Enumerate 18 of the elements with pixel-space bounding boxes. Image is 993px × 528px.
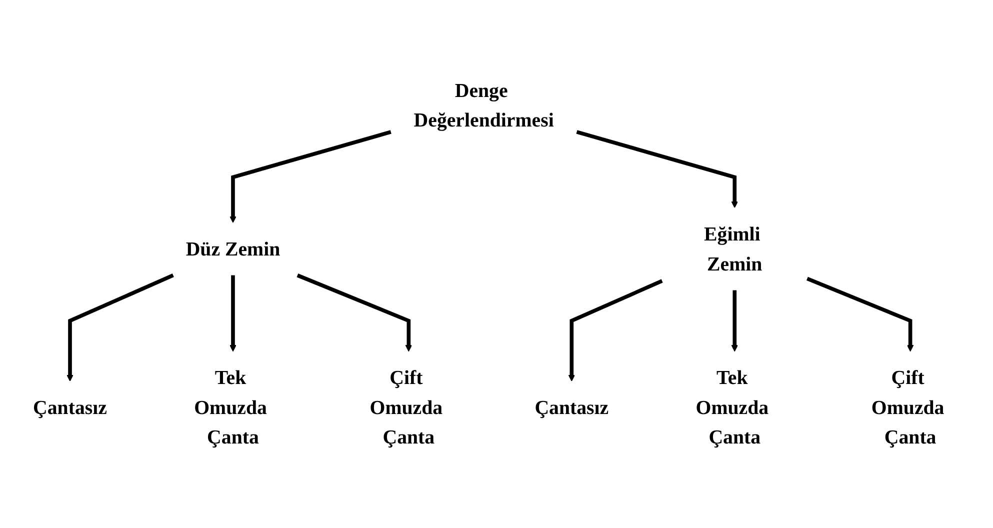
arrow: [230, 275, 236, 352]
node-text: Eğimli Zemin: [704, 223, 762, 276]
node-text: Tek Omuzda Çanta: [194, 366, 267, 448]
node-text: Çantasız: [534, 396, 609, 419]
arrow: [296, 274, 412, 352]
node-text: Çantasız: [33, 396, 107, 419]
node-text: Tek Omuzda Çanta: [696, 366, 769, 448]
node-text: Çift Omuzda Çanta: [370, 366, 443, 448]
arrow: [731, 290, 738, 352]
arrow: [230, 130, 392, 224]
arrow: [66, 274, 174, 382]
arrow: [568, 279, 663, 382]
node-text: Denge Değerlendirmesi: [414, 80, 554, 132]
flowchart-drawing: Denge Değerlendirmesi Düz Zemin Eğimli Zemin Çantasız Tek Omuzda Çanta Çift Omuzda Çanta Çantasız Tek Omuzda Çanta Çift Omuzda Çanta: [4, 58, 989, 470]
node-text: Çift Omuzda Çanta: [871, 366, 944, 448]
arrow: [576, 130, 738, 208]
arrow: [806, 277, 914, 352]
node-text: Düz Zemin: [186, 238, 280, 260]
